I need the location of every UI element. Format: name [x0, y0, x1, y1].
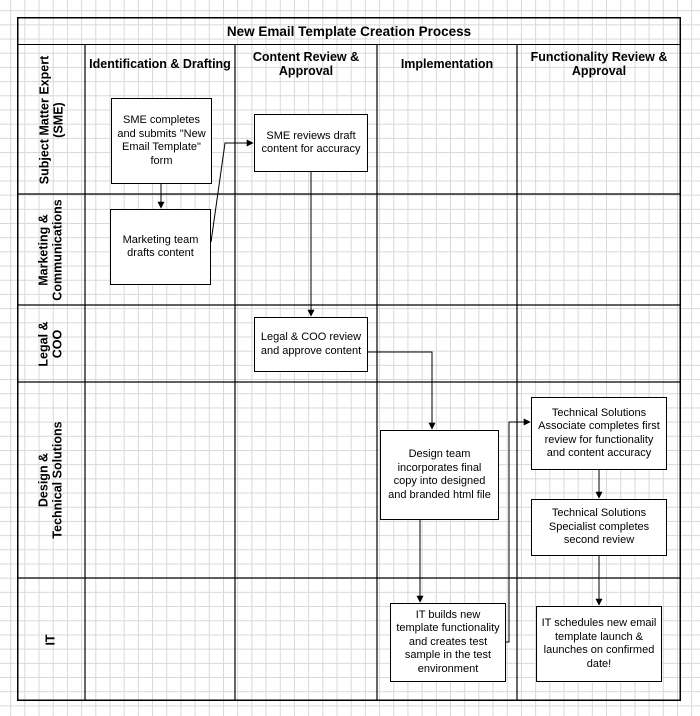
step-marketing-draft[interactable]: Marketing team drafts content	[110, 209, 211, 285]
column-header-functionality-review: Functionality Review & Approval	[530, 50, 668, 78]
connector-it-to-tech-associate	[505, 418, 531, 643]
lane-label-marketing: Marketing & Communications	[37, 198, 65, 301]
connector-legal-to-design	[367, 351, 436, 430]
lane-label-legal: Legal & COO	[37, 320, 65, 367]
column-header-identification: Identification & Drafting	[89, 57, 231, 71]
column-header-implementation: Implementation	[400, 57, 494, 71]
step-it-schedule-launch[interactable]: IT schedules new email template launch &…	[536, 606, 662, 682]
step-sme-review-draft[interactable]: SME reviews draft content for accuracy	[254, 114, 368, 172]
step-legal-coo-review[interactable]: Legal & COO review and approve content	[254, 317, 368, 372]
diagram-lines	[17, 17, 681, 701]
lane-label-sme: Subject Matter Expert (SME)	[37, 55, 66, 184]
lane-label-design: Design & Technical Solutions	[37, 421, 65, 539]
step-tech-specialist-review[interactable]: Technical Solutions Specialist completes…	[531, 499, 667, 556]
lane-label-it: IT	[43, 633, 58, 646]
swimlane-diagram: New Email Template Creation Process Iden…	[17, 17, 681, 701]
step-it-build-template[interactable]: IT builds new template functionality and…	[390, 603, 506, 682]
step-sme-submit-form[interactable]: SME completes and submits "New Email Tem…	[111, 98, 212, 184]
diagram-title: New Email Template Creation Process	[17, 17, 681, 45]
step-design-incorporate[interactable]: Design team incorporates final copy into…	[380, 430, 499, 520]
step-tech-associate-review[interactable]: Technical Solutions Associate completes …	[531, 397, 667, 470]
column-header-content-review: Content Review & Approval	[252, 50, 360, 78]
connector-marketing-to-sme-review	[210, 139, 254, 243]
